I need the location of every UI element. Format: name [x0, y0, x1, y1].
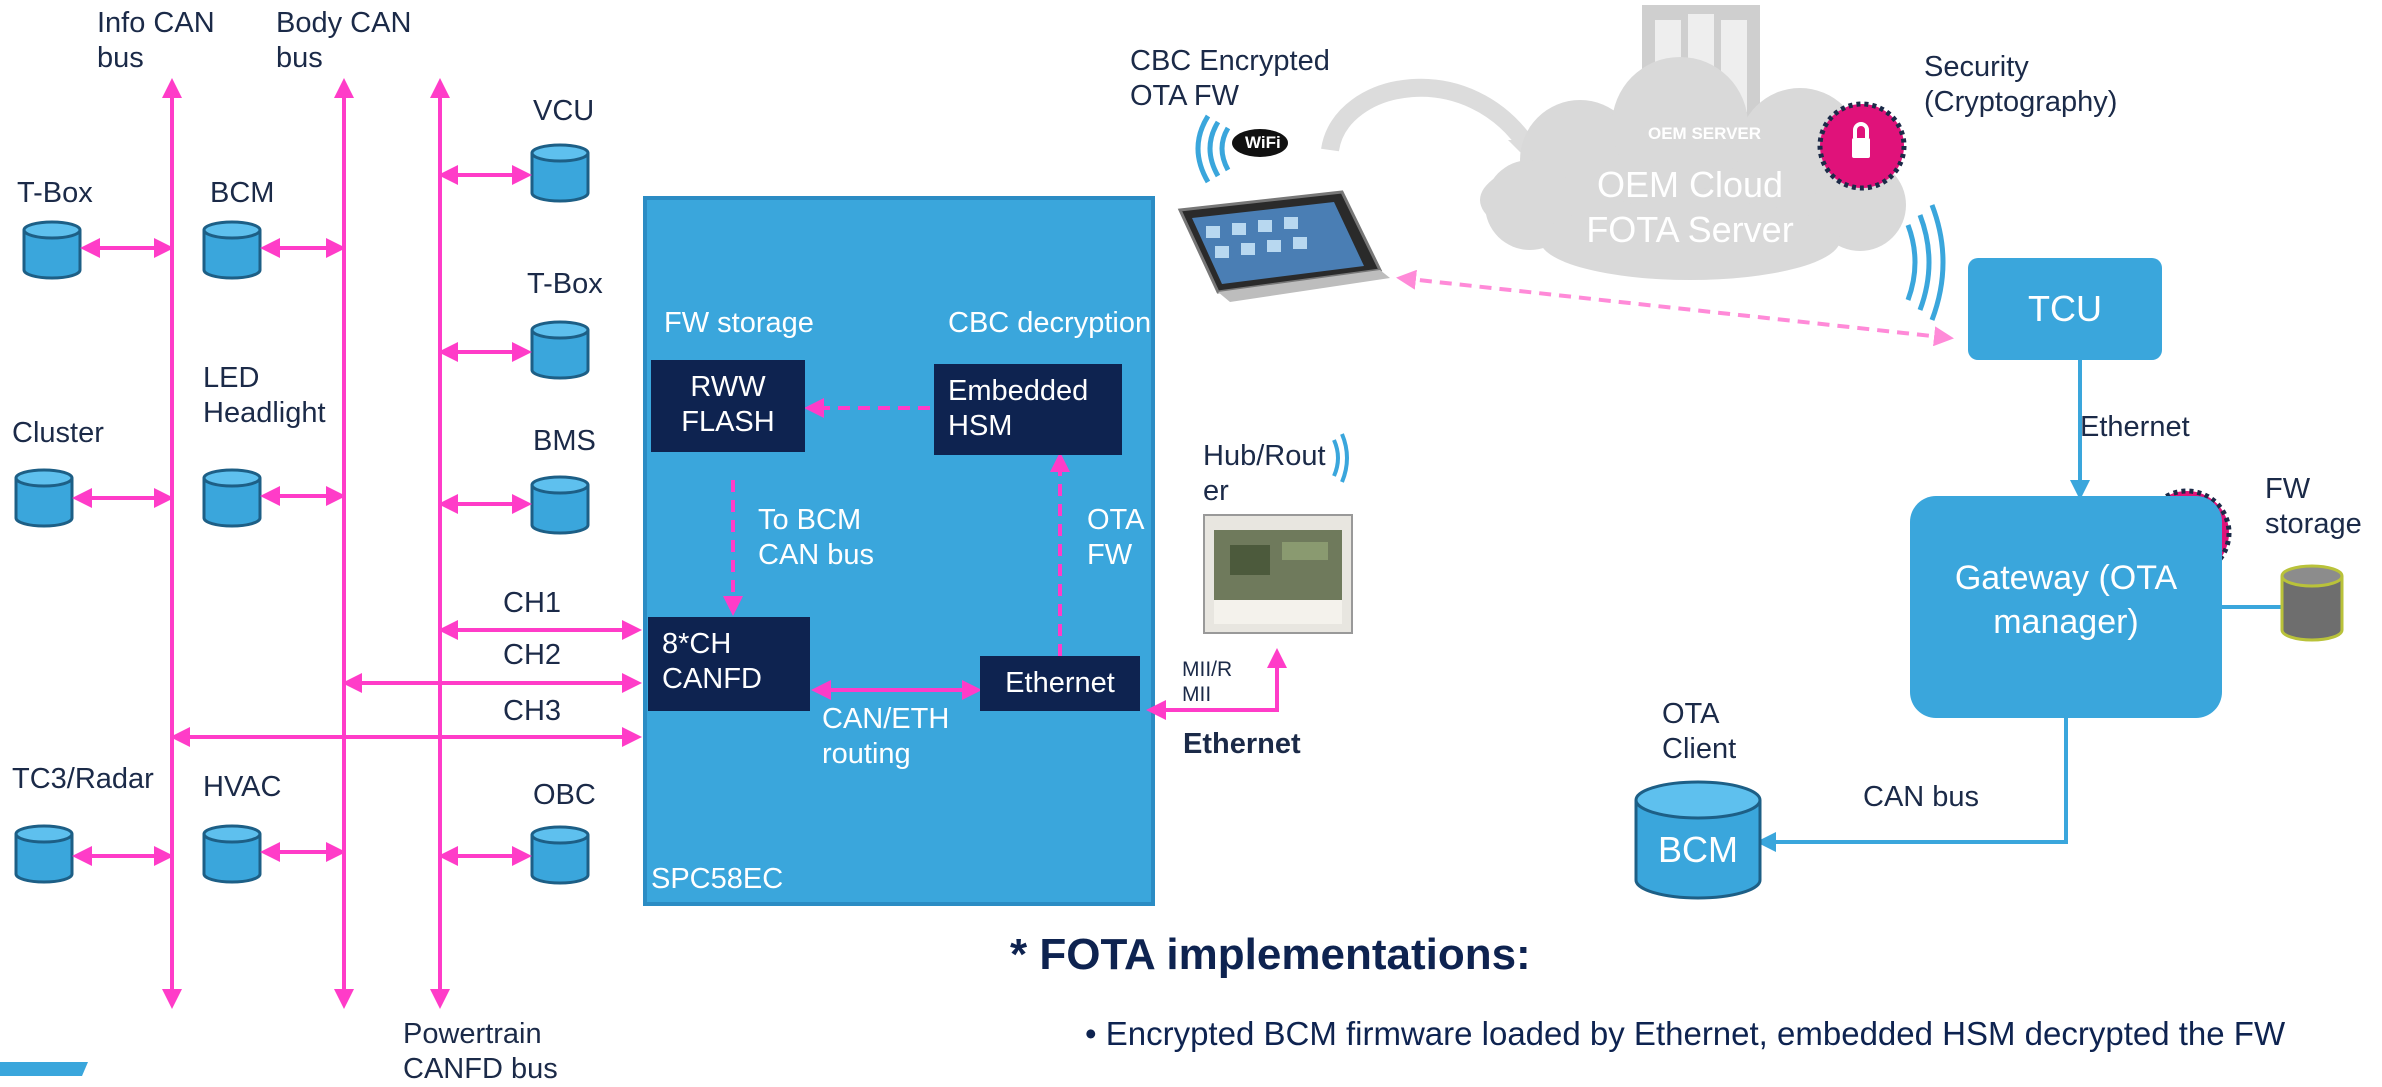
hvac-db-icon — [202, 824, 262, 884]
canfd-block: 8*CH CANFD — [648, 617, 810, 711]
ethernet-router-link — [1146, 648, 1287, 720]
mii-rmii-label: MII/R MII — [1182, 658, 1233, 707]
wifi-signal-icon — [1195, 114, 1231, 184]
fw-storage-title: FW storage — [664, 307, 814, 339]
oem-server-label: OEM SERVER — [1648, 124, 1762, 143]
soc-internal-arrows — [723, 398, 1070, 656]
embedded-hsm-block: Embedded HSM — [934, 364, 1122, 455]
corner-decoration — [0, 1062, 88, 1076]
ethernet-block: Ethernet — [980, 656, 1140, 711]
rww-flash-block: RWW FLASH — [651, 360, 805, 452]
to-bcm-can-bus-label: To BCM CAN bus — [758, 504, 875, 571]
ch3-label: CH3 — [503, 695, 562, 727]
cluster-db-icon — [14, 468, 74, 528]
ethernet-bold-label: Ethernet — [1183, 728, 1301, 760]
tbox-left-label: T-Box — [17, 177, 93, 209]
bcm-label: BCM — [210, 177, 275, 209]
can-bus-label: CAN bus — [1863, 781, 1980, 813]
fw-storage-db-icon — [2280, 564, 2344, 642]
upload-curve-arrow — [1321, 78, 1538, 155]
ota-fw-label: OTA FW — [1087, 504, 1145, 571]
gateway-bcm-link — [1756, 718, 2068, 852]
spc58ec-chip — [643, 196, 1155, 906]
router-image — [1203, 514, 1353, 634]
fota-bullet: • Encrypted BCM firmware loaded by Ether… — [1085, 1015, 2286, 1052]
tc3-radar-db-icon — [14, 824, 74, 884]
channel-links — [170, 620, 642, 747]
ota-dashed-link — [1396, 269, 1954, 347]
wifi-badge-label: WiFi — [1245, 133, 1281, 152]
can-eth-routing-label: CAN/ETH routing — [822, 703, 950, 770]
obc-label: OBC — [533, 779, 596, 811]
tablet-image — [1177, 190, 1390, 302]
ecu-links — [72, 165, 532, 866]
body-can-bus-label: Body CAN bus — [276, 7, 412, 74]
hvac-label: HVAC — [203, 771, 282, 803]
bms-label: BMS — [533, 425, 596, 457]
obc-db-icon — [530, 825, 590, 885]
ethernet-link-label: Ethernet — [2080, 411, 2190, 443]
fota-heading: * FOTA implementations: — [1010, 930, 1531, 979]
security-lock-icon — [1817, 101, 1907, 191]
cluster-label: Cluster — [12, 417, 104, 449]
powertrain-canfd-bus-label: Powertrain CANFD bus — [403, 1018, 558, 1085]
bms-db-icon — [530, 475, 590, 535]
gateway-ota-manager-block: Gateway (OTA manager) — [1910, 496, 2222, 718]
fw-storage-label: FW storage — [2265, 473, 2362, 540]
router-signal-icon — [1332, 433, 1349, 483]
bcm-db-icon — [202, 220, 262, 280]
hub-router-label: Hub/Rout er — [1203, 440, 1326, 507]
tcu-block: TCU — [1968, 258, 2162, 360]
tbox-left-db-icon — [22, 220, 82, 280]
vcu-db-icon — [530, 143, 590, 203]
info-can-bus-label: Info CAN bus — [97, 7, 215, 74]
oem-cloud-shape — [1480, 57, 1906, 280]
wifi-badge — [1232, 129, 1288, 157]
ota-client-label: OTA Client — [1662, 698, 1737, 765]
bcm-client-label: BCM — [1658, 829, 1738, 870]
tbox-right-label: T-Box — [527, 268, 603, 300]
tc3-radar-label: TC3/Radar — [12, 763, 154, 795]
tcu-signal-icon — [1905, 204, 1946, 321]
security-label: Security (Cryptography) — [1924, 51, 2118, 118]
oem-cloud-fota-label: OEM Cloud FOTA Server — [1586, 164, 1794, 250]
tbox-right-db-icon — [530, 320, 590, 380]
cbc-encrypted-ota-label: CBC Encrypted OTA FW — [1130, 45, 1330, 112]
vcu-label: VCU — [533, 95, 595, 127]
ch1-label: CH1 — [503, 587, 562, 619]
cbc-decryption-title: CBC decryption — [948, 307, 1152, 339]
led-headlight-label: LED Headlight — [203, 362, 326, 429]
led-headlight-db-icon — [202, 468, 262, 528]
ota-client-bcm-icon — [1634, 780, 1762, 900]
spc58ec-label: SPC58EC — [651, 863, 784, 895]
ch2-label: CH2 — [503, 639, 562, 671]
